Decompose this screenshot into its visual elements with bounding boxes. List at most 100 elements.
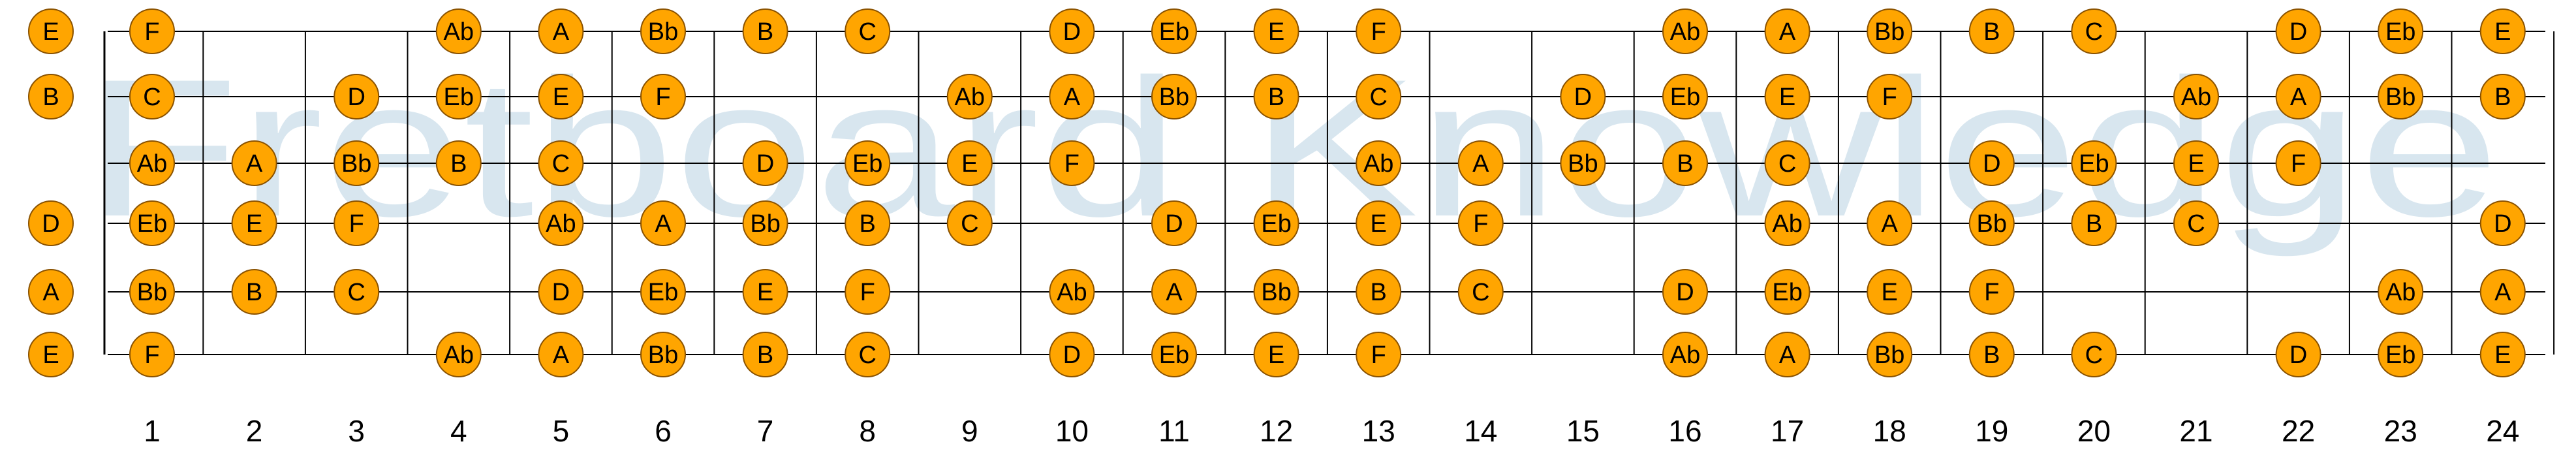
- note-label: E: [246, 210, 262, 238]
- fret-note: B: [231, 269, 277, 315]
- fret-number: 6: [655, 414, 672, 448]
- fret-number: 22: [2282, 414, 2315, 448]
- note-label: D: [1983, 150, 2000, 178]
- fret-number: 4: [450, 414, 467, 448]
- note-circle: [2378, 74, 2424, 119]
- note-label: F: [1473, 210, 1488, 238]
- fret-note: E: [1356, 200, 1402, 246]
- fret-number: 19: [1975, 414, 2008, 448]
- note-label: Bb: [1874, 341, 1904, 369]
- fret-number: 18: [1873, 414, 1906, 448]
- note-label: E: [1371, 210, 1387, 238]
- fret-number: 12: [1260, 414, 1293, 448]
- note-circle: [231, 200, 277, 246]
- note-label: C: [143, 84, 161, 111]
- fret-note: A: [2275, 74, 2321, 119]
- fret-note: C: [946, 200, 993, 246]
- note-label: Ab: [444, 341, 474, 369]
- note-circle: [2479, 269, 2526, 315]
- fret-note: D: [1049, 332, 1095, 377]
- note-circle: [640, 269, 686, 315]
- note-circle: [1867, 74, 1913, 119]
- note-circle: [1356, 74, 1402, 119]
- fret-note: E: [1253, 8, 1299, 54]
- note-circle: [1867, 332, 1913, 377]
- fret-note: F: [2275, 140, 2321, 186]
- fret-note: Bb: [1253, 269, 1299, 315]
- fret-note: Eb: [1253, 200, 1299, 246]
- note-circle: [129, 8, 175, 54]
- fret-note: Bb: [1867, 332, 1913, 377]
- note-label: A: [1472, 150, 1489, 178]
- note-circle: [1867, 269, 1913, 315]
- note-circle: [2071, 8, 2117, 54]
- fret-note: C: [2071, 8, 2117, 54]
- note-label: B: [450, 150, 467, 178]
- note-label: C: [2085, 341, 2103, 369]
- note-circle: [1968, 332, 2015, 377]
- note-circle: [28, 200, 74, 246]
- fret-note: C: [2071, 332, 2117, 377]
- note-label: Bb: [1159, 84, 1189, 111]
- note-circle: [742, 8, 788, 54]
- fret-note: Bb: [1867, 8, 1913, 54]
- note-label: Bb: [1261, 279, 1291, 306]
- note-label: E: [1268, 18, 1284, 46]
- fret-note: Ab: [538, 200, 584, 246]
- fret-number: 1: [144, 414, 161, 448]
- fret-note: A: [2479, 269, 2526, 315]
- note-label: E: [961, 150, 978, 178]
- note-label: B: [1983, 341, 2000, 369]
- note-label: A: [42, 279, 59, 306]
- note-circle: [742, 140, 788, 186]
- note-label: Eb: [1670, 84, 1700, 111]
- note-label: A: [655, 210, 672, 238]
- fret-note: D: [1662, 269, 1708, 315]
- note-label: C: [347, 279, 365, 306]
- note-circle: [742, 269, 788, 315]
- note-circle: [1662, 332, 1708, 377]
- note-circle: [2173, 140, 2219, 186]
- fret-note: Eb: [1151, 332, 1197, 377]
- fret-note: F: [1968, 269, 2015, 315]
- note-circle: [2479, 200, 2526, 246]
- fret-note: D: [2275, 8, 2321, 54]
- note-label: D: [1165, 210, 1183, 238]
- note-circle: [2275, 8, 2321, 54]
- note-circle: [1764, 8, 1810, 54]
- note-circle: [129, 332, 175, 377]
- fret-note: A: [1867, 200, 1913, 246]
- note-label: Ab: [955, 84, 985, 111]
- fret-note: F: [1457, 200, 1504, 246]
- note-circle: [28, 8, 74, 54]
- fret-note: E: [2479, 8, 2526, 54]
- note-circle: [1457, 200, 1504, 246]
- fret-note: E: [538, 74, 584, 119]
- fret-note: Bb: [2378, 74, 2424, 119]
- note-label: E: [1779, 84, 1795, 111]
- note-circle: [1560, 140, 1606, 186]
- note-label: Eb: [852, 150, 882, 178]
- fret-number: 14: [1464, 414, 1497, 448]
- note-circle: [946, 200, 993, 246]
- note-label: Ab: [546, 210, 576, 238]
- fret-note: D: [1560, 74, 1606, 119]
- fret-note: Ab: [1662, 332, 1708, 377]
- fret-note: A: [538, 8, 584, 54]
- note-circle: [1049, 74, 1095, 119]
- note-circle: [640, 74, 686, 119]
- note-label: Bb: [648, 341, 678, 369]
- fret-note: F: [845, 269, 891, 315]
- note-circle: [1253, 8, 1299, 54]
- fret-note: Eb: [845, 140, 891, 186]
- note-circle: [640, 200, 686, 246]
- fret-number: 5: [553, 414, 570, 448]
- fretboard-grid: [103, 31, 2555, 355]
- note-label: Ab: [2385, 279, 2415, 306]
- fret-note: Bb: [334, 140, 380, 186]
- fret-note: C: [845, 8, 891, 54]
- note-label: B: [42, 84, 59, 111]
- fret-note: A: [538, 332, 584, 377]
- note-label: F: [1882, 84, 1897, 111]
